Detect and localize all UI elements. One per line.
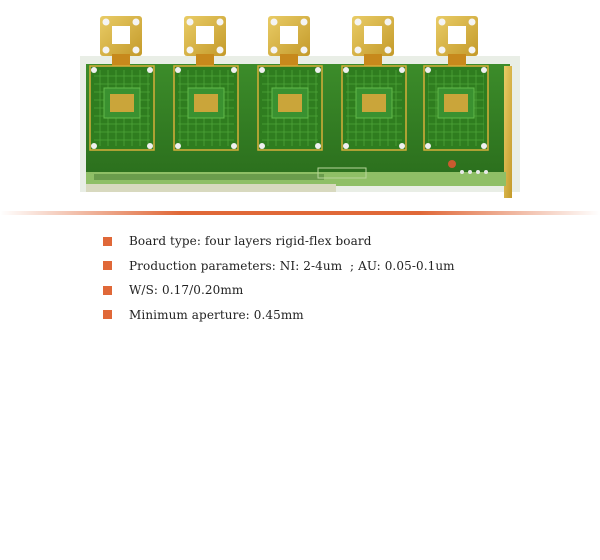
section-divider (0, 211, 600, 215)
pcb-module (173, 16, 239, 151)
pcb-photo (80, 16, 520, 198)
spec-item-production-parameters: Production parameters: NI: 2-4um ; AU: 0… (103, 254, 455, 279)
bullet-square-icon (103, 236, 112, 246)
pcb-module (89, 16, 155, 151)
pcb-module (423, 16, 489, 151)
spec-text: Board type: four layers rigid-flex board (129, 234, 372, 249)
spec-item-width-spacing: W/S: 0.17/0.20mm (103, 278, 455, 303)
spec-text: W/S: 0.17/0.20mm (129, 283, 244, 298)
spec-item-minimum-aperture: Minimum aperture: 0.45mm (103, 303, 455, 328)
bullet-square-icon (103, 261, 112, 271)
spec-text: Production parameters: NI: 2-4um ; AU: 0… (129, 258, 455, 273)
pcb-module (257, 16, 323, 151)
pcb-module (341, 16, 407, 151)
spec-item-board-type: Board type: four layers rigid-flex board (103, 229, 455, 254)
spec-text: Minimum aperture: 0.45mm (129, 307, 304, 322)
bullet-square-icon (103, 285, 112, 295)
spec-list: Board type: four layers rigid-flex board… (103, 229, 455, 327)
bullet-square-icon (103, 310, 112, 320)
